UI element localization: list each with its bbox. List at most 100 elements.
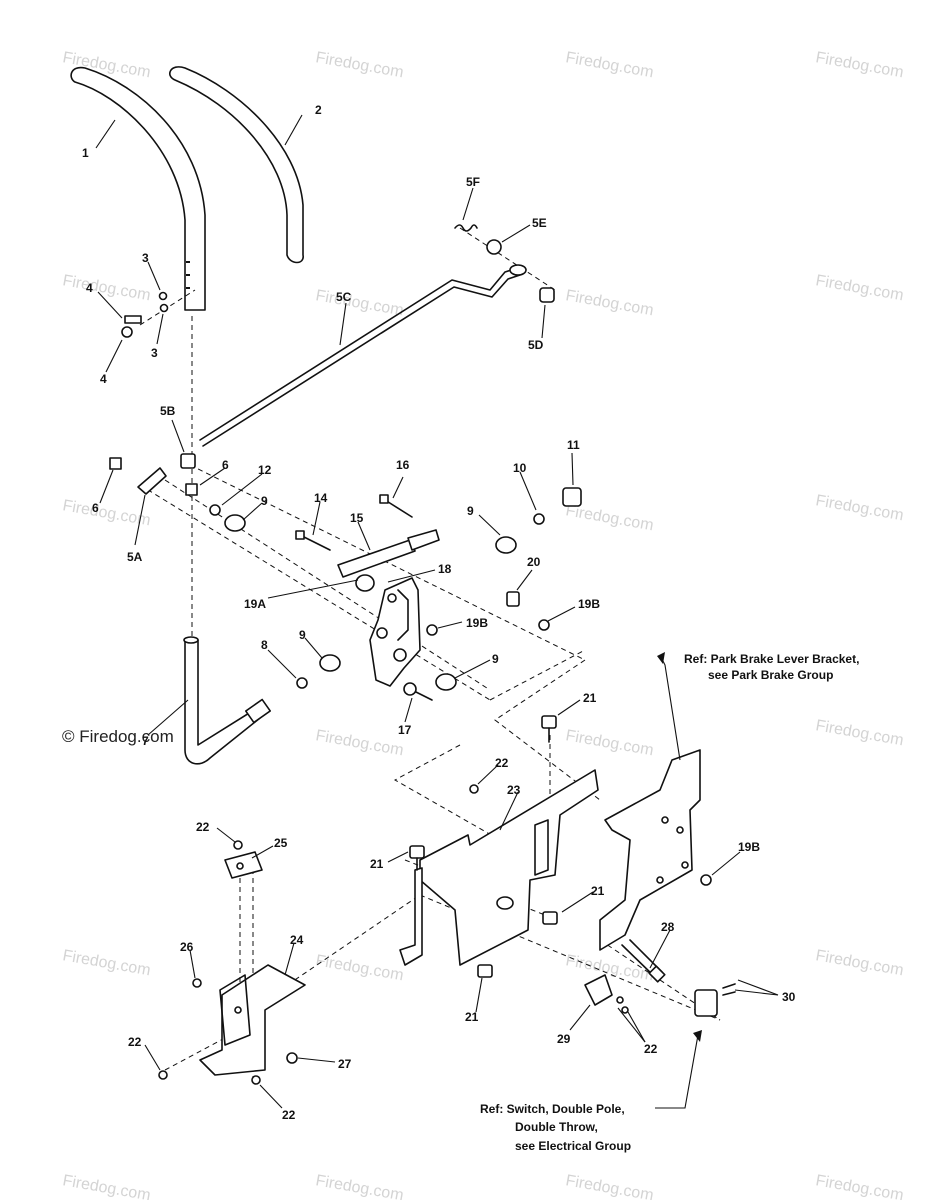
part-label: 18 [438,562,452,576]
bushing-part-9d [435,673,457,691]
part-label: 5D [528,338,544,352]
nut-part-5B [180,453,196,469]
part-label: 19B [578,597,600,611]
part-label: 19A [244,597,266,611]
part-label: 10 [513,461,527,475]
part-label: 30 [782,990,796,1004]
part-label: 20 [527,555,541,569]
washer-part-3 [158,291,168,301]
spring-part-5F [454,224,478,232]
watermark: Firedog.com [564,287,655,319]
watermark: Firedog.com [814,1172,905,1200]
part-label: 17 [398,723,412,737]
bracket-part-29 [584,974,629,1014]
ref-switch-line2: Double Throw, [515,1120,598,1134]
nut-part-11 [562,487,582,507]
part-label: 22 [196,820,210,834]
nut-part-27 [286,1052,298,1064]
part-label: 27 [338,1057,352,1071]
bushing-part-9c [319,654,341,672]
part-label: 1 [82,146,89,160]
screw-part-26 [192,978,202,988]
screw-part-22b [233,840,243,850]
part-label: 9 [467,504,474,518]
arrowhead-park-brake [657,652,665,664]
part-label: 26 [180,940,194,954]
part-label: 19B [466,616,488,630]
part-label: 2 [315,103,322,117]
bolt-part-16 [379,494,413,518]
part-label: 22 [128,1035,142,1049]
watermark: Firedog.com [564,49,655,81]
bracket-part-24 [199,964,306,1076]
handle-part-2 [169,66,304,264]
copyright-mark: © Firedog.com [62,727,174,746]
part-label: 21 [370,857,384,871]
washer-part-12 [209,504,221,516]
part-label: 4 [100,372,107,386]
watermark: Firedog.com [814,947,905,979]
part-label: 7 [142,734,149,748]
washer-part-10 [533,513,545,525]
bolt-part-17 [403,682,433,701]
watermark: Firedog.com [314,287,405,319]
part-label: 14 [314,491,328,505]
part-label: 5B [160,404,176,418]
nut-part-6 [109,457,122,470]
watermark: Firedog.com [61,497,152,529]
gas-spring-part-15 [337,529,440,578]
nut-part-6b [185,483,198,496]
reference-notes: Ref: Park Brake Lever Bracket, see Park … [480,652,859,1153]
part-label: 22 [282,1108,296,1122]
watermark: Firedog.com [564,502,655,534]
nut-part-19Bb [426,624,438,636]
watermark: Firedog.com [61,272,152,304]
part-label: 3 [142,251,149,265]
part-label: 5F [466,175,480,189]
bushing-part-19A [355,574,375,592]
bolt-part-21d [477,964,493,978]
watermark: Firedog.com [314,49,405,81]
park-brake-bracket [599,749,701,951]
washer-part-3b [159,303,169,313]
part-label: 8 [261,638,268,652]
part-label: 16 [396,458,410,472]
screw-part-22c [158,1070,168,1080]
handle-part-1 [70,66,206,311]
rod-part-7 [183,636,272,765]
rod-part-5C [199,264,527,447]
bolt-part-28 [621,939,666,983]
part-label: 25 [274,836,288,850]
ref-switch-line3: see Electrical Group [515,1139,631,1153]
plate-part-25 [224,851,263,879]
part-label: 24 [290,933,304,947]
part-label: 9 [299,628,306,642]
washer-part-5E [486,239,502,255]
watermark: Firedog.com [814,49,905,81]
nut-part-19B [538,619,550,631]
part-label: 3 [151,346,158,360]
ref-switch-line1: Ref: Switch, Double Pole, [480,1102,625,1116]
bushing-part-9 [224,514,246,532]
part-labels: 1 2 3 3 4 4 5F 5E 5C 5D 5B 6 6 5A 12 9 1… [82,103,796,1122]
part-label: 5E [532,216,547,230]
ref-park-brake-line1: Ref: Park Brake Lever Bracket, [684,652,859,666]
screw-part-22d [251,1075,261,1085]
part-label: 6 [92,501,99,515]
nut-part-19Bc [700,874,712,886]
washer-part-8 [296,677,308,689]
bushing-part-9b [495,536,517,554]
watermark: Firedog.com [314,1172,405,1200]
part-label: 4 [86,281,93,295]
part-label: 19B [738,840,760,854]
part-label: 5A [127,550,143,564]
part-label: 15 [350,511,364,525]
watermark: Firedog.com [814,272,905,304]
watermark: Firedog.com [814,492,905,524]
spacer-part-20 [506,591,520,607]
arrowhead-switch [693,1030,702,1042]
watermark: Firedog.com [61,1172,152,1200]
watermark: Firedog.com [314,727,405,759]
part-label: 21 [583,691,597,705]
